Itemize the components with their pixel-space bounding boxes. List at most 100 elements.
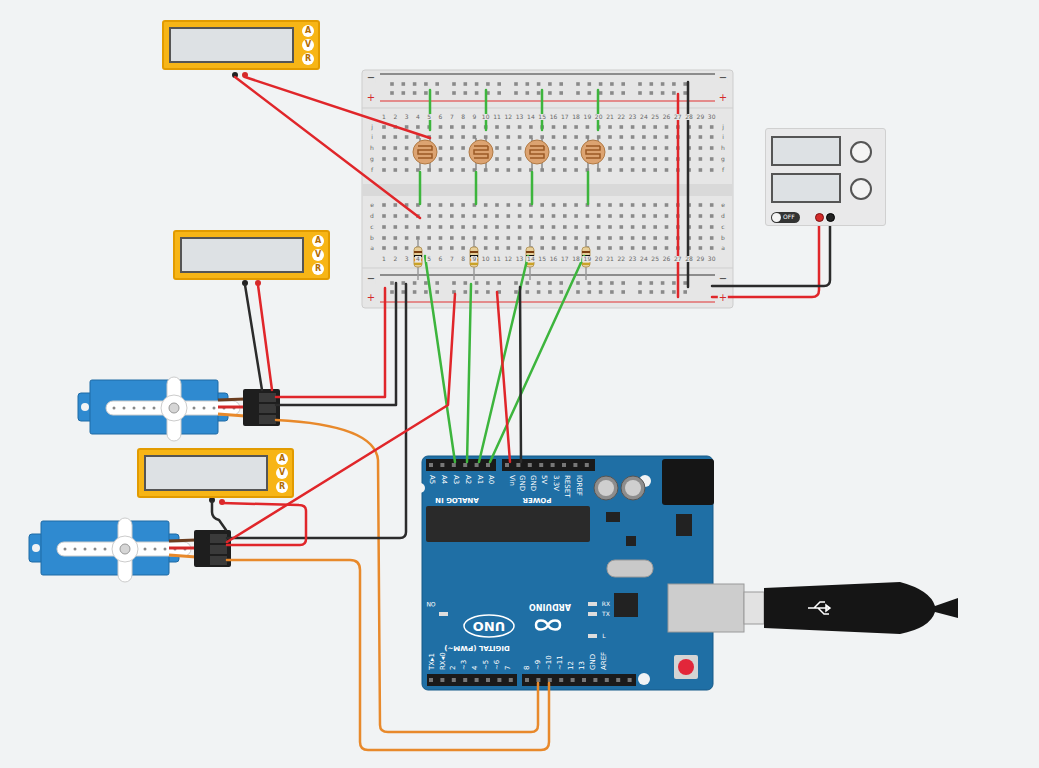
breadboard-hole [424, 290, 428, 294]
breadboard-hole [473, 214, 477, 218]
breadboard-hole [574, 225, 578, 229]
servo-motor [161, 395, 187, 421]
breadboard-hole [620, 203, 624, 207]
photoresistors [581, 138, 605, 170]
arduino-board [415, 456, 714, 690]
breadboard-hole [413, 82, 417, 86]
breadboard-wires [541, 90, 544, 130]
breadboard-hole [402, 91, 406, 95]
breadboard-hole [394, 225, 398, 229]
breadboard-hole [599, 290, 603, 294]
jumper-wires [227, 284, 406, 538]
breadboard-hole [402, 281, 406, 285]
column-number: 6 [438, 114, 444, 120]
resistors [414, 247, 422, 267]
breadboard-hole [620, 146, 624, 150]
breadboard-hole [382, 135, 386, 139]
breadboard-hole [563, 246, 567, 250]
usb-cable [764, 582, 958, 634]
board-label: 8 [524, 665, 531, 671]
breadboard-hole [597, 214, 601, 218]
arduino-board [598, 480, 614, 496]
breadboard-hole [450, 146, 454, 150]
board-label: A4 [440, 474, 447, 485]
breadboard-hole [427, 225, 431, 229]
breadboard-hole [464, 91, 468, 95]
column-number: 24 [639, 114, 649, 120]
breadboard-hole [672, 82, 676, 86]
breadboard-hole [405, 214, 409, 218]
arduino-board [614, 593, 638, 617]
servo-motor [143, 407, 146, 410]
jumper-wires [227, 560, 549, 750]
breadboard-hole [576, 281, 580, 285]
column-number: 26 [662, 114, 672, 120]
range-selector: R [302, 53, 314, 65]
breadboard-hole [439, 125, 443, 129]
breadboard-hole [439, 214, 443, 218]
breadboard-hole [672, 91, 676, 95]
breadboard-hole [608, 203, 612, 207]
breadboard-hole [574, 236, 578, 240]
servo-motor [259, 393, 276, 402]
resistors [470, 240, 478, 280]
column-number: 11 [492, 256, 502, 262]
breadboard-hole [475, 91, 479, 95]
header-pin [525, 678, 529, 682]
breadboard-hole [631, 246, 635, 250]
column-number: 21 [605, 114, 615, 120]
breadboard [362, 70, 733, 308]
header-pin [562, 463, 566, 467]
column-number: 27 [673, 256, 683, 262]
photoresistors [581, 140, 605, 164]
arduino-board [502, 459, 595, 471]
breadboard-hole [710, 203, 714, 207]
jumper-wires [276, 288, 385, 397]
switch-knob [772, 213, 781, 222]
breadboard-hole [424, 82, 428, 86]
breadboard-hole [638, 82, 642, 86]
breadboard-hole [620, 246, 624, 250]
breadboard-hole [464, 290, 468, 294]
column-number: 3 [404, 256, 410, 262]
breadboard-hole [642, 225, 646, 229]
rail-mark: + [366, 93, 376, 103]
multimeter: AVR [162, 20, 320, 70]
breadboard-hole [683, 82, 687, 86]
breadboard-hole [621, 281, 625, 285]
photoresistors [530, 146, 544, 158]
servo-motor [213, 407, 216, 410]
board-label: Vin [508, 474, 515, 487]
breadboard-hole [548, 82, 552, 86]
breadboard-hole [710, 214, 714, 218]
board-label: ~5 [483, 659, 490, 671]
psu-knob [850, 141, 872, 163]
header-pin [582, 678, 586, 682]
column-number: 10 [481, 256, 491, 262]
rail-mark: − [718, 73, 728, 83]
breadboard-hole [665, 157, 669, 161]
breadboard-hole [710, 135, 714, 139]
board-label: A5 [428, 474, 435, 485]
breadboard-hole [529, 214, 533, 218]
column-number: 2 [392, 114, 398, 120]
jumper-wires [212, 502, 226, 530]
board-label: 4 [472, 665, 479, 671]
breadboard-hole [461, 246, 465, 250]
row-letter: h [720, 145, 726, 151]
breadboard-hole [439, 135, 443, 139]
breadboard-hole [563, 225, 567, 229]
header-pin [573, 463, 577, 467]
breadboard-hole [653, 125, 657, 129]
breadboard-hole [610, 281, 614, 285]
breadboard-hole [608, 146, 612, 150]
breadboard-hole [394, 146, 398, 150]
breadboard-hole [563, 236, 567, 240]
breadboard-hole [574, 125, 578, 129]
psu-display [771, 173, 841, 203]
meter-display [169, 27, 294, 63]
resistors [470, 251, 478, 253]
breadboard-hole [394, 214, 398, 218]
column-number: 9 [471, 114, 477, 120]
breadboard-hole [631, 225, 635, 229]
